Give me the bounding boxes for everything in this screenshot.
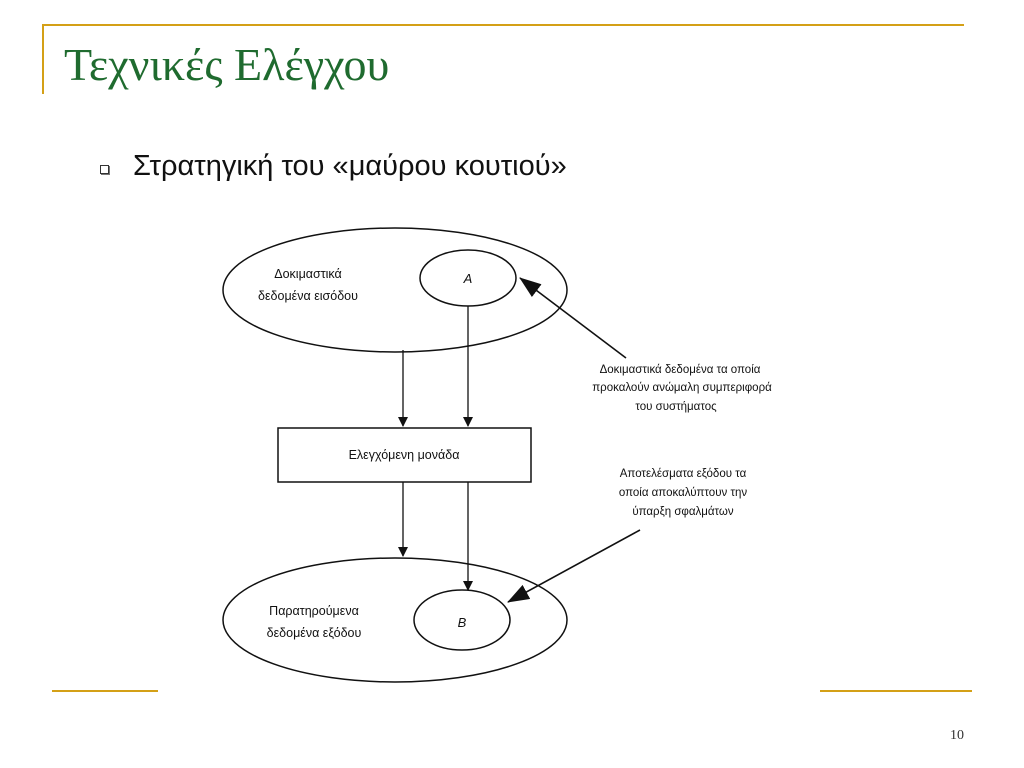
left-accent-line xyxy=(42,24,44,94)
annotation-arrow-to-b xyxy=(507,529,641,603)
input-ellipse-line2: δεδομένα εισόδου xyxy=(258,289,358,303)
annotation-arrow-to-a xyxy=(519,277,627,359)
annotation-output-line2: οποία αποκαλύπτουν την xyxy=(619,487,748,499)
unit-under-test-box xyxy=(277,427,532,483)
output-ellipse-line2: δεδομένα εξόδου xyxy=(267,626,362,640)
circle-b-label: B xyxy=(458,615,467,630)
circle-a-label: A xyxy=(463,271,473,286)
unit-box-label: Ελεγχόμενη μονάδα xyxy=(349,448,460,462)
input-data-ellipse xyxy=(222,227,568,353)
square-bullet-icon xyxy=(100,165,109,174)
bullet-item: Στρατηγική του «μαύρου κουτιού» xyxy=(100,150,567,183)
annotation-output-line3: ύπαρξη σφαλμάτων xyxy=(632,506,734,518)
input-ellipse-line1: Δοκιμαστικά xyxy=(274,267,342,281)
slide-title: Τεχνικές Ελέγχου xyxy=(64,39,390,90)
page-number: 10 xyxy=(950,728,964,743)
bottom-right-accent-line xyxy=(820,690,972,692)
annotation-output-line1: Αποτελέσματα εξόδου τα xyxy=(620,468,747,480)
annotation-input-line2: προκαλούν ανώμαλη συμπεριφορά xyxy=(592,382,772,394)
annotation-input-line3: του συστήματος xyxy=(635,401,717,413)
bullet-text: Στρατηγική του «μαύρου κουτιού» xyxy=(133,150,567,182)
top-accent-line xyxy=(42,24,964,26)
output-subset-circle-b xyxy=(413,589,511,651)
annotation-input-line1: Δοκιμαστικά δεδομένα τα οποία xyxy=(600,364,761,376)
output-data-ellipse xyxy=(222,557,568,683)
bottom-left-accent-line xyxy=(52,690,158,692)
output-ellipse-line1: Παρατηρούμενα xyxy=(269,604,359,618)
